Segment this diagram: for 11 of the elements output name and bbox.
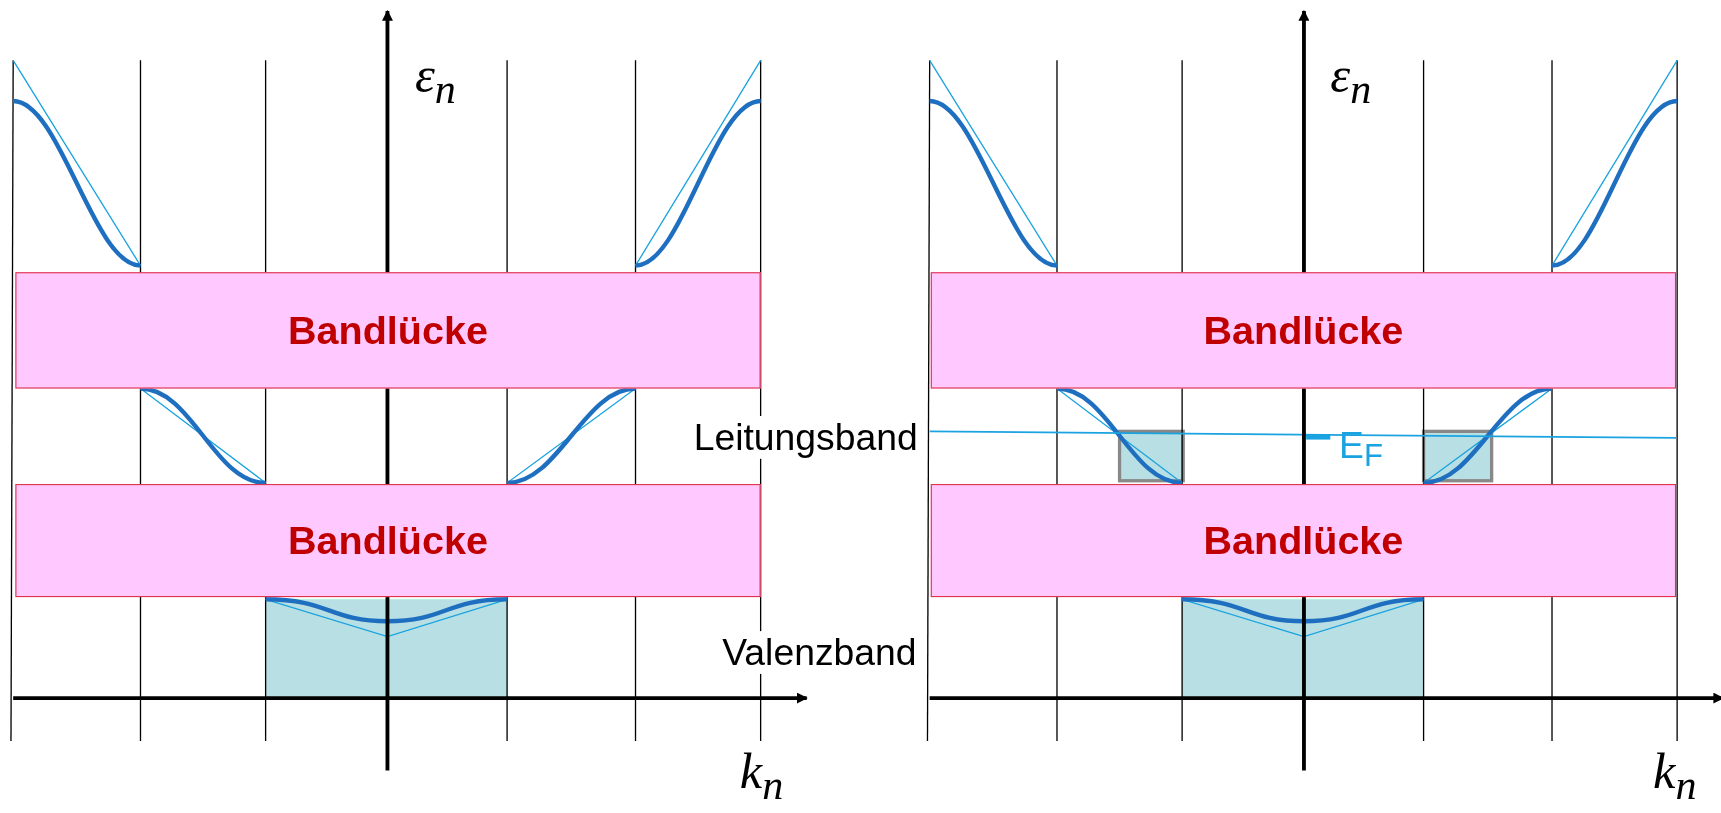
axis-label: k$_{n}$ [739,742,784,810]
axis-label: k$_{n}$ [1653,742,1697,810]
axis-label: ε$_{n}$ [1330,46,1372,114]
band-gap-band: Bandlücke [930,484,1677,598]
band-gap-band: Bandlücke [930,272,1677,389]
axis-label: ε$_{n}$ [414,46,456,114]
band-gap-band: Bandlücke [15,484,761,598]
band-label: Valenzband [722,631,917,674]
band-gap-band: Bandlücke [15,272,761,389]
band-label: Leitungsband [693,416,918,459]
fermi-level-label: E$_{F}$ [1339,423,1383,474]
